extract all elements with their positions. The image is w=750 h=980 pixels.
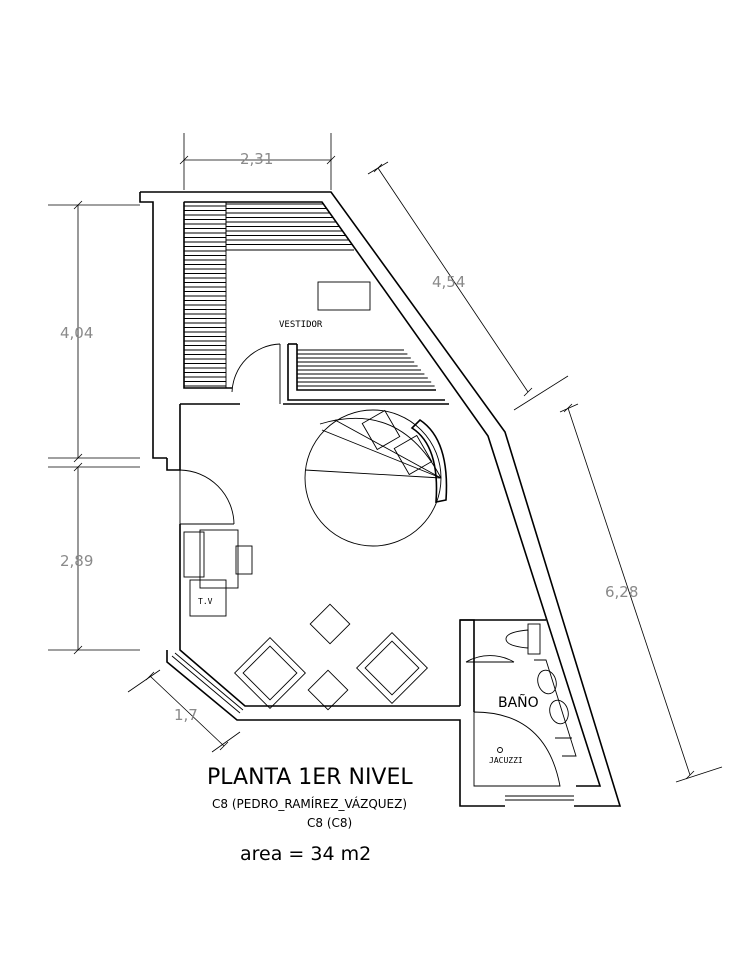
plan-code: C8 (C8) — [307, 816, 352, 830]
dim-right: 6,28 — [605, 583, 638, 601]
label-bano: BAÑO — [498, 694, 539, 711]
dim-left-lower: 2,89 — [60, 552, 93, 570]
dim-top: 2,31 — [240, 150, 273, 168]
label-vestidor: VESTIDOR — [279, 320, 323, 330]
bathroom — [459, 619, 577, 801]
dim-diag-upper: 4,54 — [432, 273, 465, 291]
spiral-stair — [304, 409, 448, 547]
dim-left-upper: 4,04 — [60, 324, 93, 342]
vestidor-shelves — [183, 201, 435, 389]
dim-bottom-diag: 1,7 — [174, 706, 198, 724]
label-jacuzzi: JACUZZI — [489, 756, 523, 765]
plan-author: C8 (PEDRO_RAMÍREZ_VÁZQUEZ) — [212, 796, 407, 811]
dimension-lines — [48, 133, 723, 783]
furniture — [183, 529, 428, 711]
plan-area: area = 34 m2 — [240, 843, 371, 865]
plan-title: PLANTA 1ER NIVEL — [207, 765, 413, 790]
label-tv: T.V — [198, 597, 213, 606]
outer-walls — [139, 191, 622, 807]
